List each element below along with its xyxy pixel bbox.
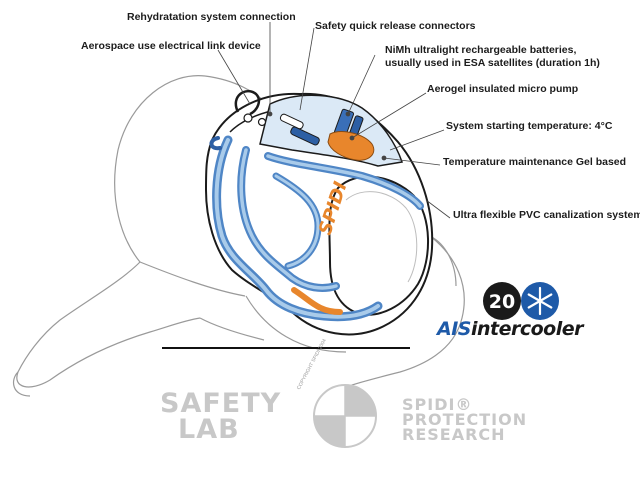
safety-release-label: Safety quick release connectors	[315, 20, 476, 32]
ais-suffix: intercooler	[470, 318, 584, 340]
ais-intercooler-wordmark: AISintercooler	[437, 318, 584, 340]
batteries-label-line1: NiMh ultralight rechargeable batteries,	[385, 44, 577, 56]
svg-text:20: 20	[489, 291, 515, 313]
protection-wordmark: PROTECTION	[402, 410, 528, 429]
lab-wordmark: LAB	[178, 414, 240, 445]
research-wordmark: RESEARCH	[402, 425, 506, 444]
batteries-label: NiMh ultralight rechargeable batteries, …	[385, 44, 600, 70]
crosshair-target-icon	[313, 384, 377, 448]
callout-leaders	[217, 22, 451, 219]
pvc-tubes	[209, 135, 424, 322]
snowflake-icon	[521, 282, 559, 320]
spidi-wordmark: SPIDI®	[402, 395, 473, 414]
aerospace-label: Aerospace use electrical link device	[81, 40, 261, 52]
ais-logo-icon: 20	[483, 282, 521, 320]
starting-temp-label: System starting temperature: 4°C	[446, 120, 613, 132]
aerogel-label: Aerogel insulated micro pump	[427, 83, 579, 95]
safety-wordmark: SAFETY	[160, 388, 282, 419]
pvc-label: Ultra flexible PVC canalization system	[453, 209, 640, 221]
gel-label: Temperature maintenance Gel based	[443, 156, 627, 168]
rehydration-label: Rehydratation system connection	[127, 11, 296, 23]
ais-prefix: AIS	[437, 318, 471, 340]
cooling-vest	[204, 89, 434, 336]
batteries-label-line2: usually used in ESA satellites (duration…	[385, 57, 600, 69]
